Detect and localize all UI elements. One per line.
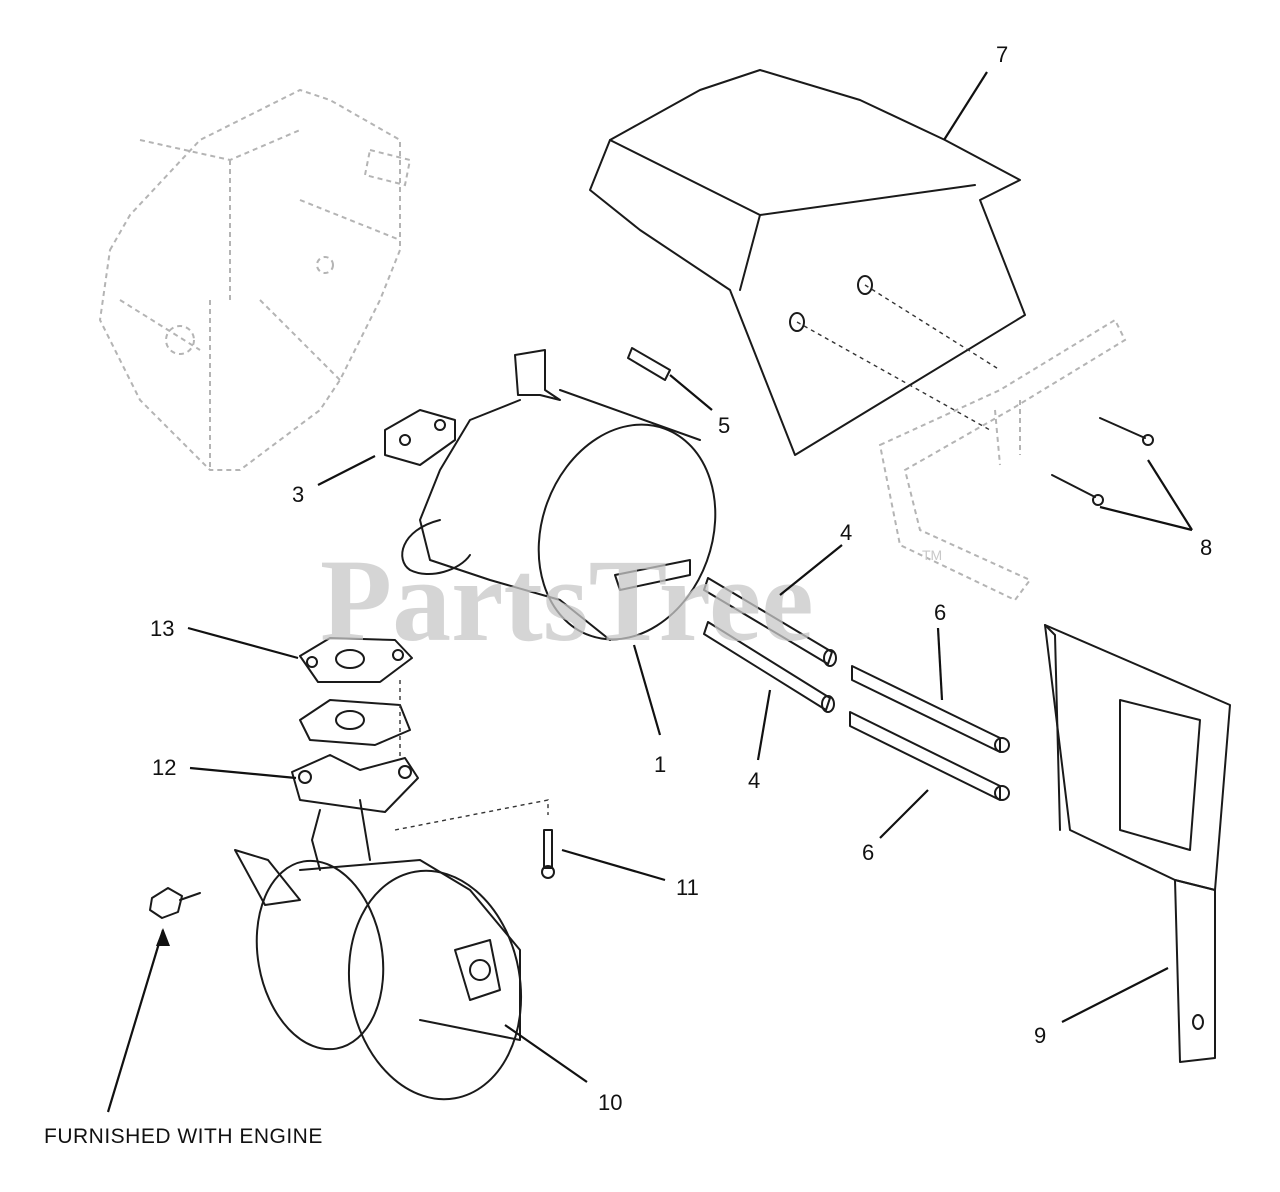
leader-lines bbox=[106, 71, 1193, 1113]
callout-1: 1 bbox=[654, 752, 666, 777]
callout-12: 12 bbox=[152, 755, 176, 780]
long-bolts bbox=[849, 665, 1010, 801]
muffler-lower bbox=[234, 799, 523, 1101]
side-shield bbox=[1044, 624, 1231, 1063]
callout-7: 7 bbox=[996, 42, 1008, 67]
callout-8: 8 bbox=[1200, 535, 1212, 560]
gasket-small bbox=[384, 409, 456, 466]
hex-bolt bbox=[149, 887, 201, 919]
screw-pair bbox=[1051, 417, 1154, 506]
furnished-note: FURNISHED WITH ENGINE bbox=[44, 1125, 323, 1148]
bolt-small bbox=[627, 347, 671, 381]
callout-4b: 4 bbox=[748, 768, 760, 793]
frame-tube bbox=[878, 318, 1127, 602]
callout-11: 11 bbox=[676, 875, 699, 900]
callout-10: 10 bbox=[598, 1090, 622, 1115]
watermark: PartsTree bbox=[320, 535, 814, 666]
trademark-mark: TM bbox=[922, 547, 942, 563]
callout-5: 5 bbox=[718, 413, 730, 438]
callout-6a: 6 bbox=[934, 600, 946, 625]
callout-9: 9 bbox=[1034, 1023, 1046, 1048]
callout-3: 3 bbox=[292, 482, 304, 507]
callout-13: 13 bbox=[150, 616, 174, 641]
gasket-flange bbox=[291, 637, 549, 831]
engine-block bbox=[98, 88, 412, 471]
callout-6b: 6 bbox=[862, 840, 874, 865]
heat-shield bbox=[589, 69, 1026, 456]
spacer-tubes bbox=[703, 577, 837, 713]
muffler bbox=[401, 349, 717, 641]
callout-4a: 4 bbox=[840, 520, 852, 545]
screw-single bbox=[541, 829, 555, 879]
